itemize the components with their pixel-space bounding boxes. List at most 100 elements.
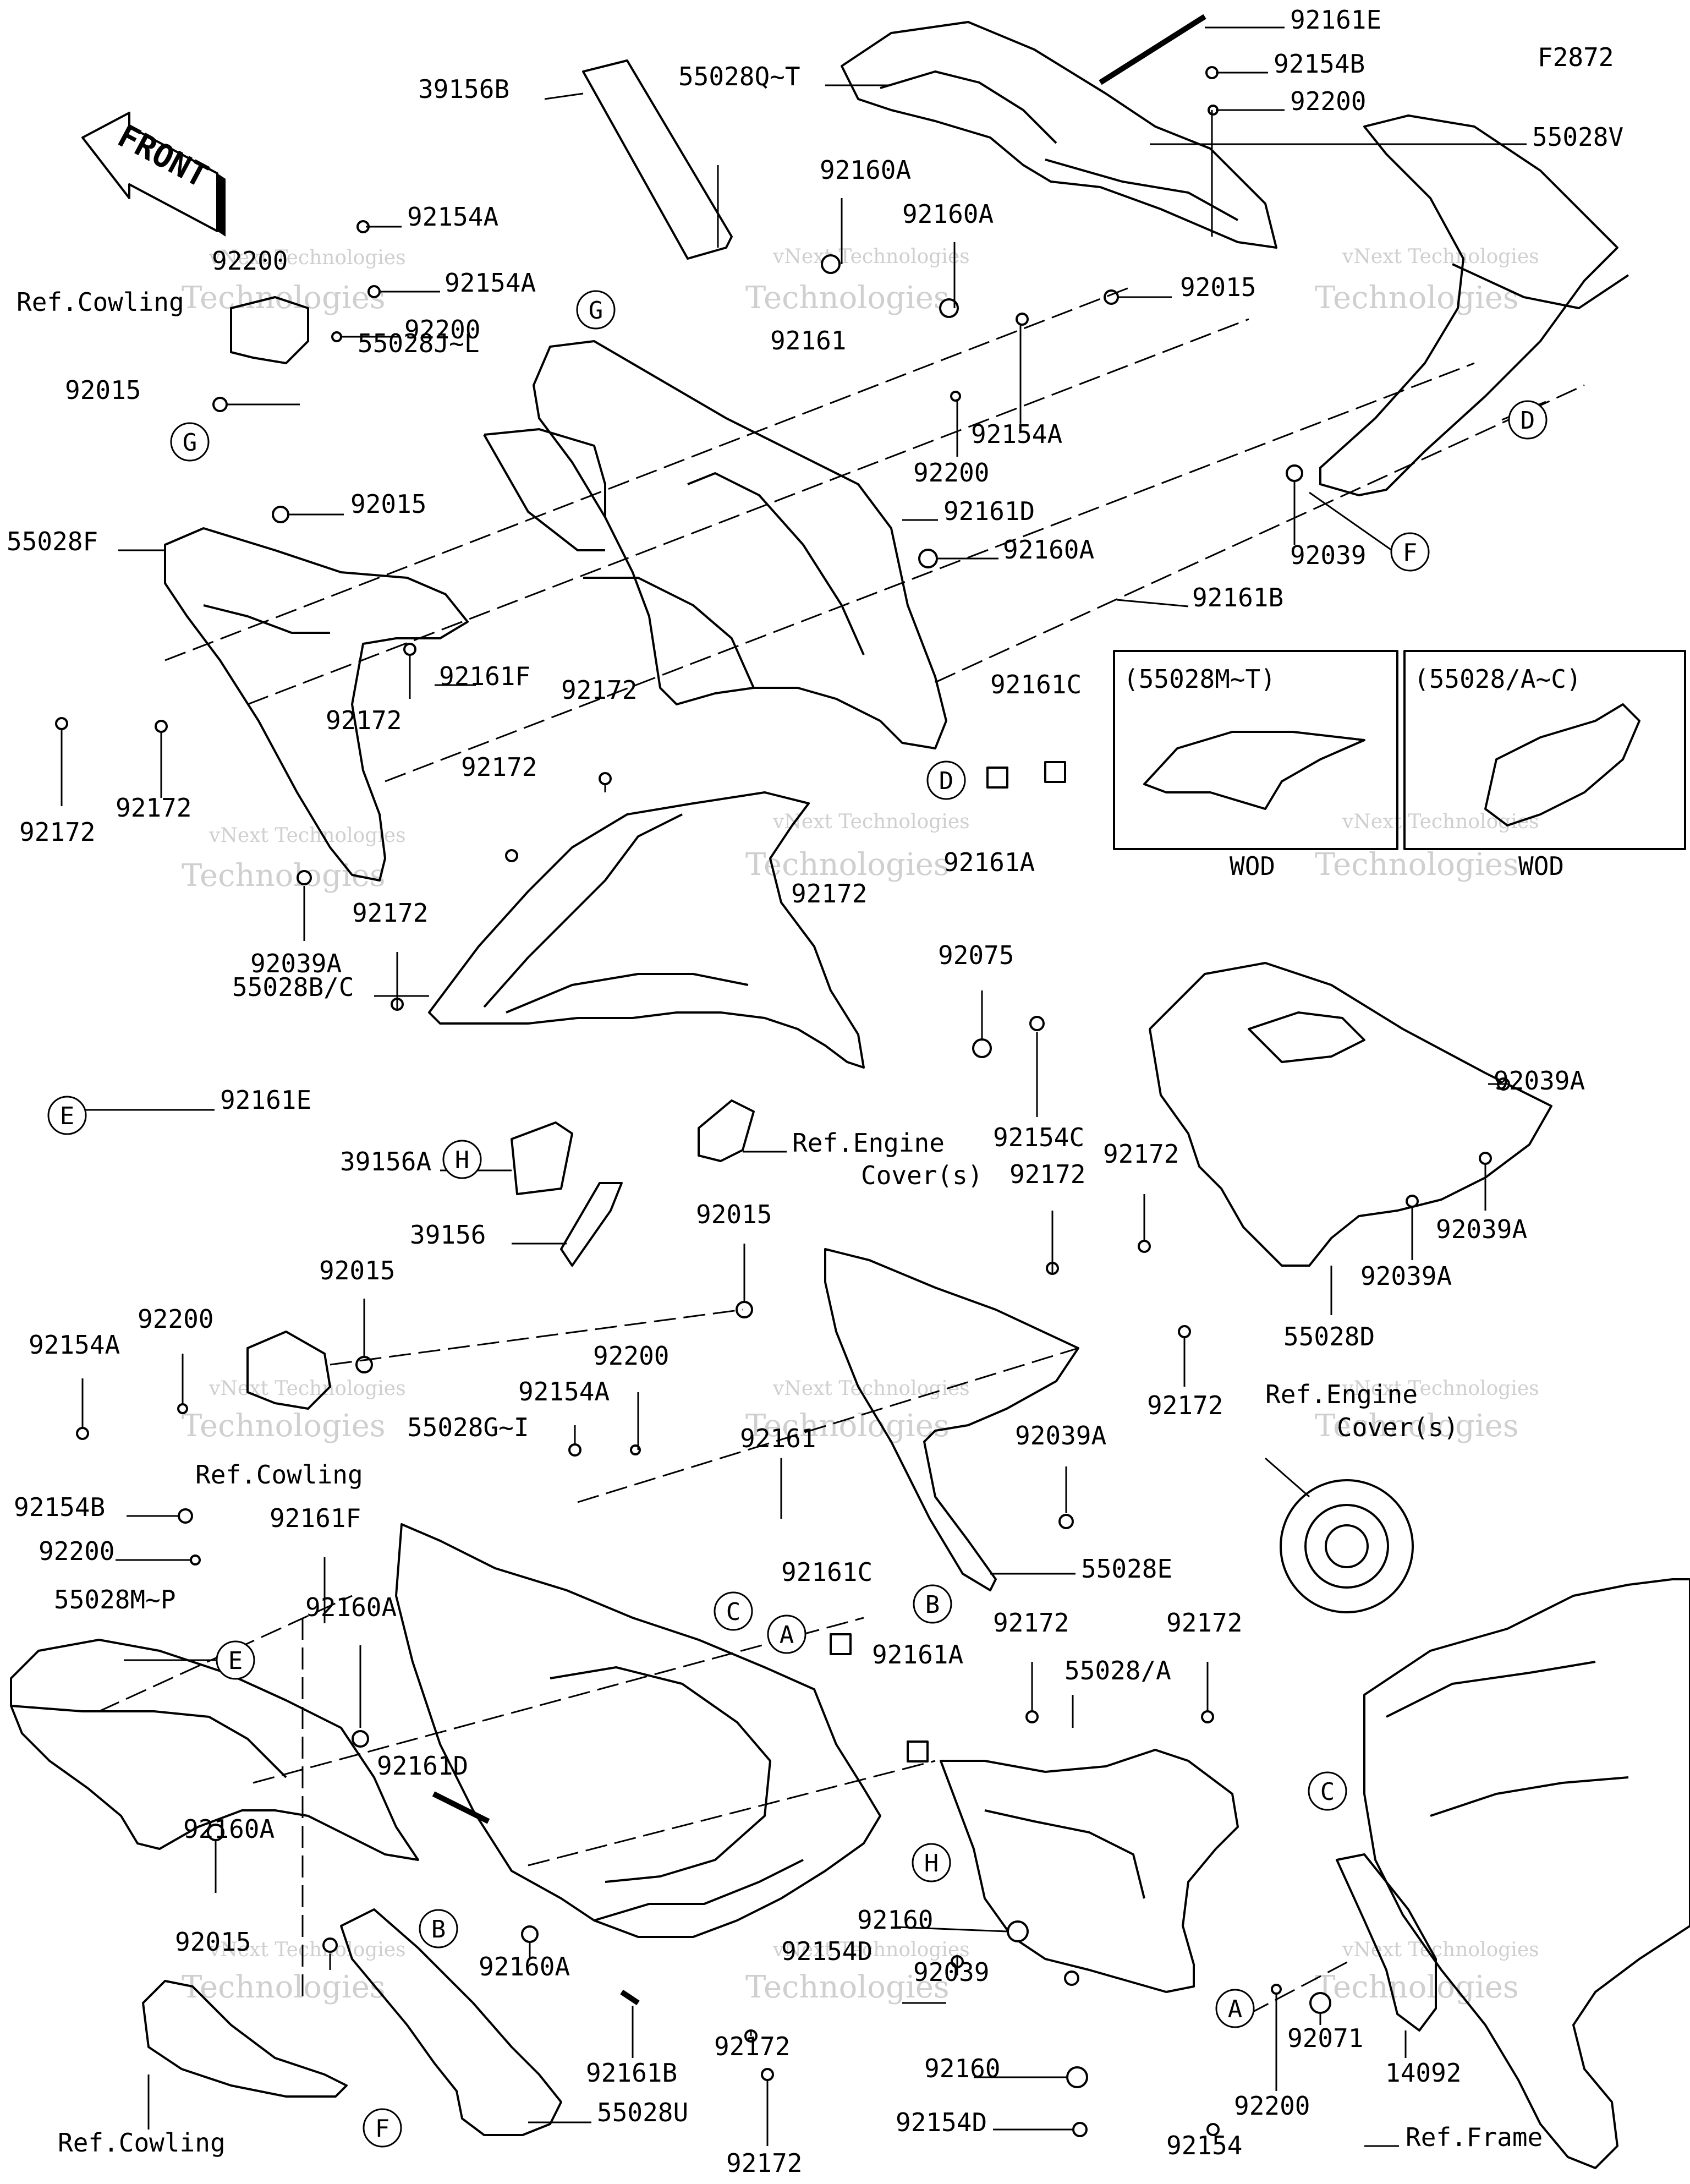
watermark: vNext Technologies — [1342, 245, 1539, 268]
part-label: 92160A — [479, 1952, 570, 1982]
part-label: 92154C — [993, 1123, 1084, 1152]
callout-d: D — [1508, 400, 1548, 440]
part-label: 92161B — [1192, 583, 1283, 612]
callout-letter: E — [60, 1102, 75, 1130]
part-label: Cover(s) — [1337, 1413, 1459, 1442]
callout-c: C — [1308, 1771, 1347, 1811]
part-label: 92161C — [990, 670, 1082, 699]
part-label: 55028M~P — [54, 1585, 176, 1614]
callout-letter: F — [375, 2115, 390, 2143]
callout-circle — [216, 1640, 255, 1680]
part-label: 92071 — [1287, 2023, 1363, 2053]
part-label: 92200 — [138, 1304, 213, 1334]
callout-circle — [576, 290, 616, 330]
part-label: 39156A — [340, 1147, 431, 1176]
watermark: vNext Technologies — [208, 824, 406, 847]
callout-letter: B — [925, 1591, 940, 1619]
part-label: 92154D — [781, 1936, 873, 1966]
part-label: 92172 — [116, 793, 191, 823]
callout-g: G — [576, 290, 616, 330]
callout-circle — [170, 422, 210, 462]
part-label: 55028J~L — [358, 329, 480, 358]
part-label: 92161B — [586, 2058, 677, 2088]
part-label: 92200 — [1290, 86, 1366, 116]
callout-g: G — [170, 422, 210, 462]
part-label: 92015 — [696, 1200, 772, 1229]
part-label: Ref.Engine — [1265, 1380, 1418, 1409]
callout-letter: G — [589, 297, 603, 325]
part-label: 92039A — [1015, 1421, 1106, 1450]
watermark: Technologies — [1315, 847, 1519, 883]
part-label: 92172 — [561, 675, 637, 705]
part-label: 92075 — [938, 940, 1014, 970]
part-label: 92160 — [924, 2054, 1000, 2083]
watermark: Technologies — [745, 1969, 950, 2005]
part-label: 92172 — [461, 752, 537, 782]
part-label: 92160A — [820, 155, 911, 185]
watermark: Technologies — [745, 1408, 950, 1444]
callout-h: H — [912, 1843, 951, 1882]
part-label: 92172 — [1009, 1159, 1085, 1189]
part-label: 92154A — [971, 419, 1062, 449]
callout-circle — [913, 1584, 952, 1624]
callout-e: E — [216, 1640, 255, 1680]
watermark: Technologies — [1315, 1408, 1519, 1444]
part-label: 92161 — [770, 326, 846, 355]
part-label: 39156B — [418, 74, 509, 104]
part-label: 92172 — [352, 898, 428, 928]
part-label: 55028B/C — [232, 972, 354, 1002]
watermark: Technologies — [1315, 280, 1519, 316]
callout-b: B — [913, 1584, 952, 1624]
callout-circle — [419, 1909, 458, 1948]
callout-a: A — [1215, 1989, 1255, 2028]
callout-letter: D — [1521, 407, 1535, 435]
watermark: Technologies — [182, 280, 386, 316]
callout-f: F — [1390, 532, 1430, 572]
watermark: Technologies — [182, 1969, 386, 2005]
part-label: 14092 — [1385, 2058, 1461, 2088]
part-label: F2872 — [1538, 42, 1614, 72]
callout-circle — [926, 760, 966, 800]
callout-circle — [442, 1140, 482, 1179]
part-label: 92039 — [913, 1957, 989, 1987]
part-label: 92172 — [993, 1608, 1069, 1638]
callout-letter: G — [183, 429, 197, 457]
part-label: Ref.Cowling — [195, 1460, 363, 1490]
part-label: 92200 — [913, 458, 989, 488]
part-label: 55028U — [597, 2098, 688, 2127]
callout-letter: D — [939, 767, 954, 795]
part-label: 92160A — [183, 1814, 275, 1844]
callout-letter: B — [431, 1915, 446, 1944]
callout-d: D — [926, 760, 966, 800]
part-label: Ref.Cowling — [58, 2128, 226, 2158]
part-label: 92172 — [19, 817, 95, 847]
watermark: vNext Technologies — [208, 247, 406, 269]
watermark: vNext Technologies — [772, 245, 970, 268]
part-label: 92015 — [175, 1927, 251, 1957]
part-label: Cover(s) — [861, 1161, 983, 1190]
part-label: 92200 — [1234, 2091, 1310, 2121]
inset-55028-a-c: (55028/A~C) WOD — [1403, 650, 1686, 881]
part-label: 55028G~I — [407, 1413, 529, 1442]
part-label: 92160A — [305, 1592, 397, 1622]
callout-letter: A — [780, 1621, 794, 1649]
watermark: vNext Technologies — [1342, 811, 1539, 833]
part-label: 92154 — [1166, 2131, 1242, 2160]
part-label: 92161 — [740, 1424, 816, 1453]
callout-circle — [1390, 532, 1430, 572]
watermark: vNext Technologies — [1342, 1939, 1539, 1961]
inset-caption: WOD — [1518, 851, 1564, 881]
part-label: 92161C — [781, 1557, 873, 1587]
callout-letter: E — [228, 1647, 243, 1675]
part-label: 55028E — [1081, 1554, 1172, 1584]
part-label: 92161D — [377, 1751, 468, 1781]
watermark: vNext Technologies — [772, 811, 970, 833]
inset-title: (55028/A~C) — [1414, 664, 1582, 694]
callout-a: A — [767, 1614, 806, 1654]
part-label: 92161A — [872, 1640, 963, 1670]
callout-letter: H — [455, 1146, 470, 1174]
part-label: 92160A — [1003, 535, 1094, 565]
